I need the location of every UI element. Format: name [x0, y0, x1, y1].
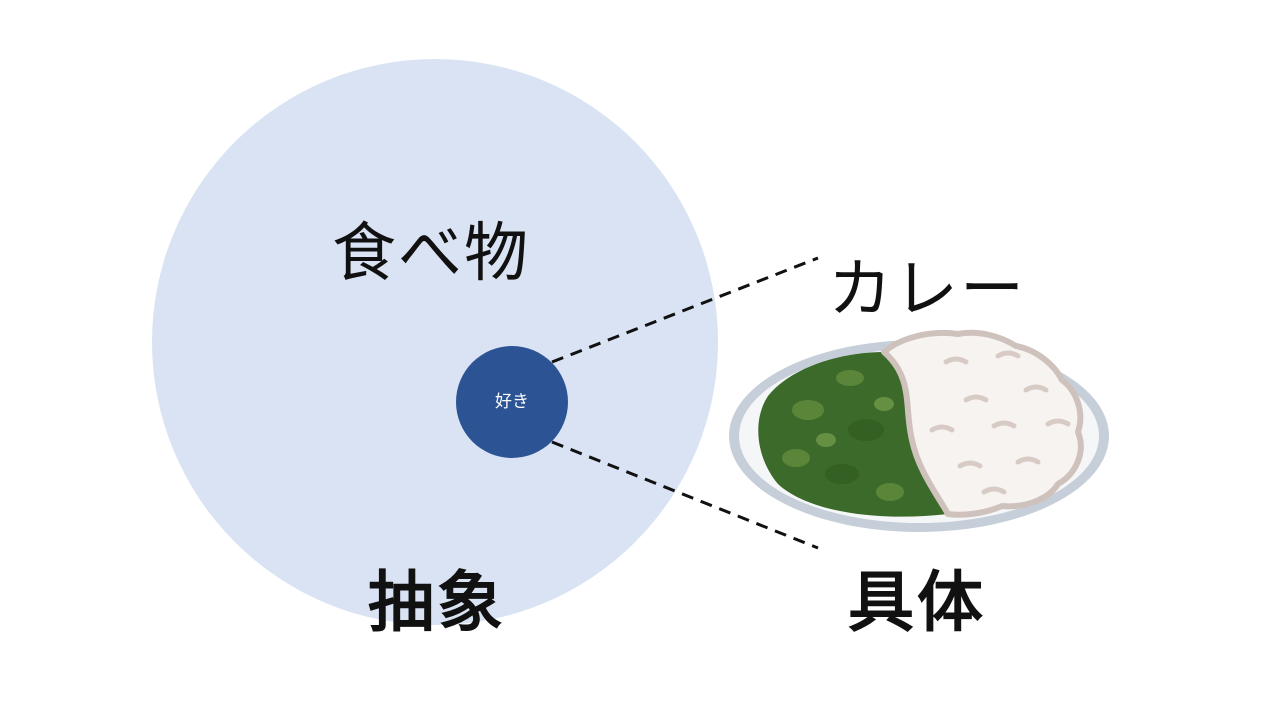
curry-label: カレー — [828, 253, 1026, 327]
food-circle — [152, 59, 718, 625]
connector-line-bottom — [551, 440, 819, 550]
connector-line-top — [551, 256, 819, 364]
abstract-label: 抽象 — [368, 564, 506, 641]
concrete-label: 具体 — [848, 564, 986, 641]
curry-plate-icon — [729, 329, 1109, 532]
food-label: 食べ物 — [332, 217, 530, 291]
rice-grain-marks — [929, 350, 1071, 495]
like-circle — [456, 346, 568, 458]
rice — [881, 329, 1084, 518]
like-label: 好き — [495, 391, 529, 412]
